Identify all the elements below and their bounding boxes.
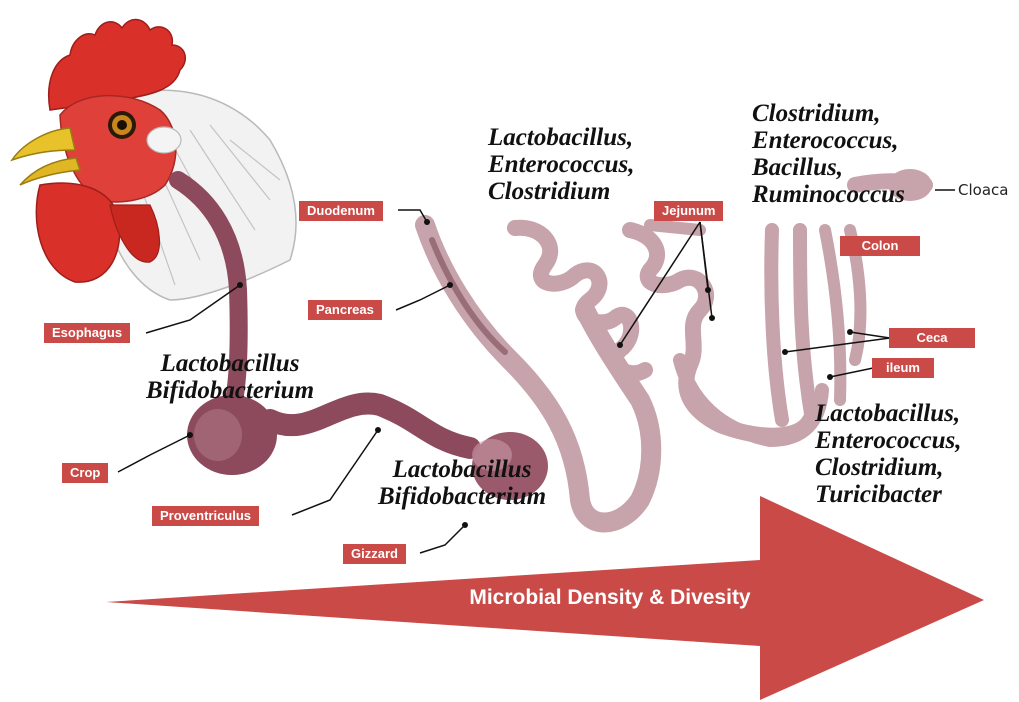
microbe-name: Lactobacillus [352, 456, 572, 483]
gizzard-microbe-list: Lactobacillus Bifidobacterium [352, 456, 572, 510]
microbe-name: Clostridium, [815, 454, 962, 481]
ceca-microbe-list: Lactobacillus, Enterococcus, Clostridium… [815, 400, 962, 508]
gizzard-label: Gizzard [343, 544, 406, 564]
ceca-label: Ceca [889, 328, 975, 348]
pancreas-label: Pancreas [308, 300, 382, 320]
arrow-label: Microbial Density & Divesity [360, 586, 860, 610]
microbe-name: Enterococcus, [752, 127, 905, 154]
esophagus-label: Esophagus [44, 323, 130, 343]
jejunum-label: Jejunum [654, 201, 723, 221]
duodenum-label: Duodenum [299, 201, 383, 221]
microbe-name: Enterococcus, [488, 151, 635, 178]
microbe-name: Lactobacillus [120, 350, 340, 377]
crop-label: Crop [62, 463, 108, 483]
microbe-name: Bifidobacterium [120, 377, 340, 404]
small-intestine-microbe-list: Lactobacillus, Enterococcus, Clostridium [488, 124, 635, 205]
cloaca-label: Cloaca [958, 181, 1008, 199]
microbe-name: Clostridium [488, 178, 635, 205]
proventriculus-label: Proventriculus [152, 506, 259, 526]
microbe-name: Bifidobacterium [352, 483, 572, 510]
microbe-name: Turicibacter [815, 481, 962, 508]
microbe-name: Ruminococcus [752, 181, 905, 208]
ileum-label: ileum [872, 358, 934, 378]
crop-microbe-list: Lactobacillus Bifidobacterium [120, 350, 340, 404]
microbe-name: Lactobacillus, [488, 124, 635, 151]
colon-label: Colon [840, 236, 920, 256]
microbe-name: Enterococcus, [815, 427, 962, 454]
microbe-name: Clostridium, [752, 100, 905, 127]
rooster-head-illustration [12, 20, 296, 300]
microbe-name: Bacillus, [752, 154, 905, 181]
colon-microbe-list: Clostridium, Enterococcus, Bacillus, Rum… [752, 100, 905, 208]
microbe-name: Lactobacillus, [815, 400, 962, 427]
